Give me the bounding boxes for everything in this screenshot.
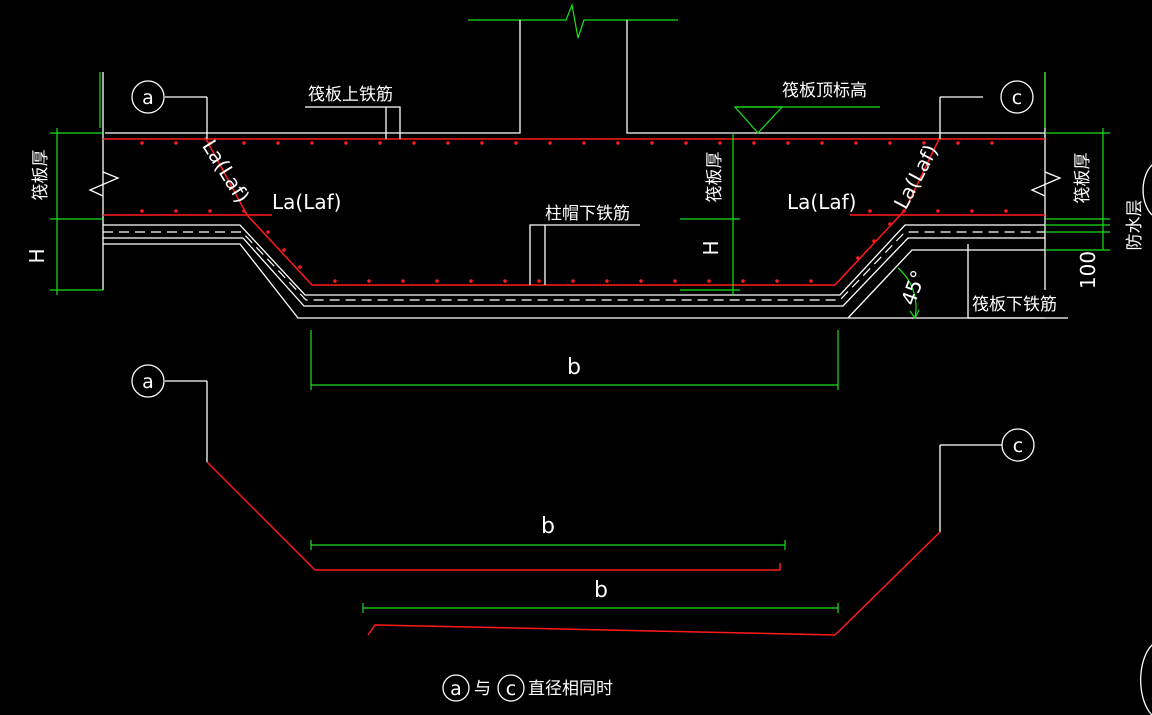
rebar-dot <box>854 141 858 145</box>
rebar-dot <box>856 256 860 260</box>
rebar-dot <box>582 141 586 145</box>
rebar-dot <box>718 141 722 145</box>
rebar-dot <box>435 279 439 283</box>
angle-arc <box>897 267 920 320</box>
rebar-dot <box>401 279 405 283</box>
mark-a-bottom: a <box>142 371 154 393</box>
rebar-dot <box>310 141 314 145</box>
rebar-dot <box>514 141 518 145</box>
rebar-dot <box>752 141 756 145</box>
rebar-lines <box>103 136 1045 286</box>
la-right-label: La(Laf) <box>787 190 856 214</box>
rebar-dot <box>872 239 876 243</box>
elevation-symbol <box>733 106 880 134</box>
rebar-dot <box>480 141 484 145</box>
rebar-dot <box>208 141 212 145</box>
la-right-diag-label: La(Laf) <box>889 140 943 213</box>
rebar-dot <box>469 279 473 283</box>
rebar-dot <box>548 141 552 145</box>
raft-top-elevation-label: 筏板顶标高 <box>782 81 867 101</box>
b-main-label: b <box>567 355 581 380</box>
rebar-dot <box>936 209 940 213</box>
rebar-dot <box>786 141 790 145</box>
rebar-dot <box>956 141 960 145</box>
rebar-dot <box>639 279 643 283</box>
cap-bottom-rebar-label: 柱帽下铁筋 <box>545 204 630 224</box>
rebar-dot <box>537 279 541 283</box>
rebar-dot <box>446 141 450 145</box>
rebar-dot <box>367 279 371 283</box>
rebar-dot <box>503 279 507 283</box>
rebar-dot <box>820 141 824 145</box>
rebar-dot <box>605 279 609 283</box>
dimension-lines <box>50 72 1110 613</box>
rebar-dot <box>868 209 872 213</box>
raft-top-rebar-label: 筏板上铁筋 <box>308 85 393 105</box>
b-bar-c-label: b <box>594 578 608 603</box>
rebar-dot <box>741 279 745 283</box>
rebar-dot <box>922 141 926 145</box>
bar-c-detail <box>367 444 1002 636</box>
rebar-dot <box>673 279 677 283</box>
mark-a-top: a <box>142 87 154 109</box>
angle-45-label: 45° <box>896 267 931 309</box>
la-left-diag-label: La(Laf) <box>197 135 254 207</box>
mark-c-bottom: c <box>1013 435 1023 457</box>
column-outline <box>105 2 1045 134</box>
raft-bottom-rebar-label: 筏板下铁筋 <box>972 295 1057 315</box>
rebar-dot <box>902 209 906 213</box>
rebar-dot <box>174 209 178 213</box>
rebar-dot <box>412 141 416 145</box>
rebar-dot <box>684 141 688 145</box>
note-mark-a: a <box>450 678 462 700</box>
rebar-dot <box>276 141 280 145</box>
note-connector: 与 <box>474 679 491 699</box>
rebar-dot <box>650 141 654 145</box>
waterproof-layer-label: 防水层 <box>1125 200 1145 251</box>
rebar-dot <box>378 141 382 145</box>
rebar-dot <box>282 248 286 252</box>
note-text: 直径相同时 <box>528 679 613 699</box>
rebar-dot <box>344 141 348 145</box>
rebar-dot <box>333 279 337 283</box>
rebar-dot <box>140 209 144 213</box>
rebar-dot <box>707 279 711 283</box>
rebar-dot <box>775 279 779 283</box>
rebar-dot <box>242 141 246 145</box>
rebar-dots <box>140 141 1008 283</box>
h-left-label: H <box>25 248 49 263</box>
rebar-dot <box>888 222 892 226</box>
rebar-dot <box>208 209 212 213</box>
rebar-dot <box>298 265 302 269</box>
raft-thickness-mid-label: 筏板厚 <box>705 152 725 203</box>
rebar-dot <box>970 209 974 213</box>
rebar-dot <box>809 279 813 283</box>
h-mid-label: H <box>699 240 723 255</box>
rebar-dot <box>1004 209 1008 213</box>
rebar-dot <box>174 141 178 145</box>
raft-thickness-right-label: 筏板厚 <box>1073 153 1093 204</box>
dim-100-label: 100 <box>1076 251 1100 289</box>
rebar-dot <box>140 141 144 145</box>
note-mark-c: c <box>506 678 516 700</box>
marker-circles <box>131 80 1152 715</box>
rebar-dot <box>888 141 892 145</box>
waterproof-lines <box>103 224 1045 307</box>
leader-lines <box>165 96 1045 319</box>
mark-c-top: c <box>1012 87 1022 109</box>
raft-thickness-left-label: 筏板厚 <box>31 150 51 201</box>
rebar-dot <box>266 230 270 234</box>
bar-a-detail <box>165 380 781 571</box>
b-bar-a-label: b <box>541 514 555 539</box>
rebar-dot <box>571 279 575 283</box>
rebar-dot <box>990 141 994 145</box>
la-left-label: La(Laf) <box>272 190 341 214</box>
rebar-dot <box>242 209 246 213</box>
rebar-dot <box>616 141 620 145</box>
